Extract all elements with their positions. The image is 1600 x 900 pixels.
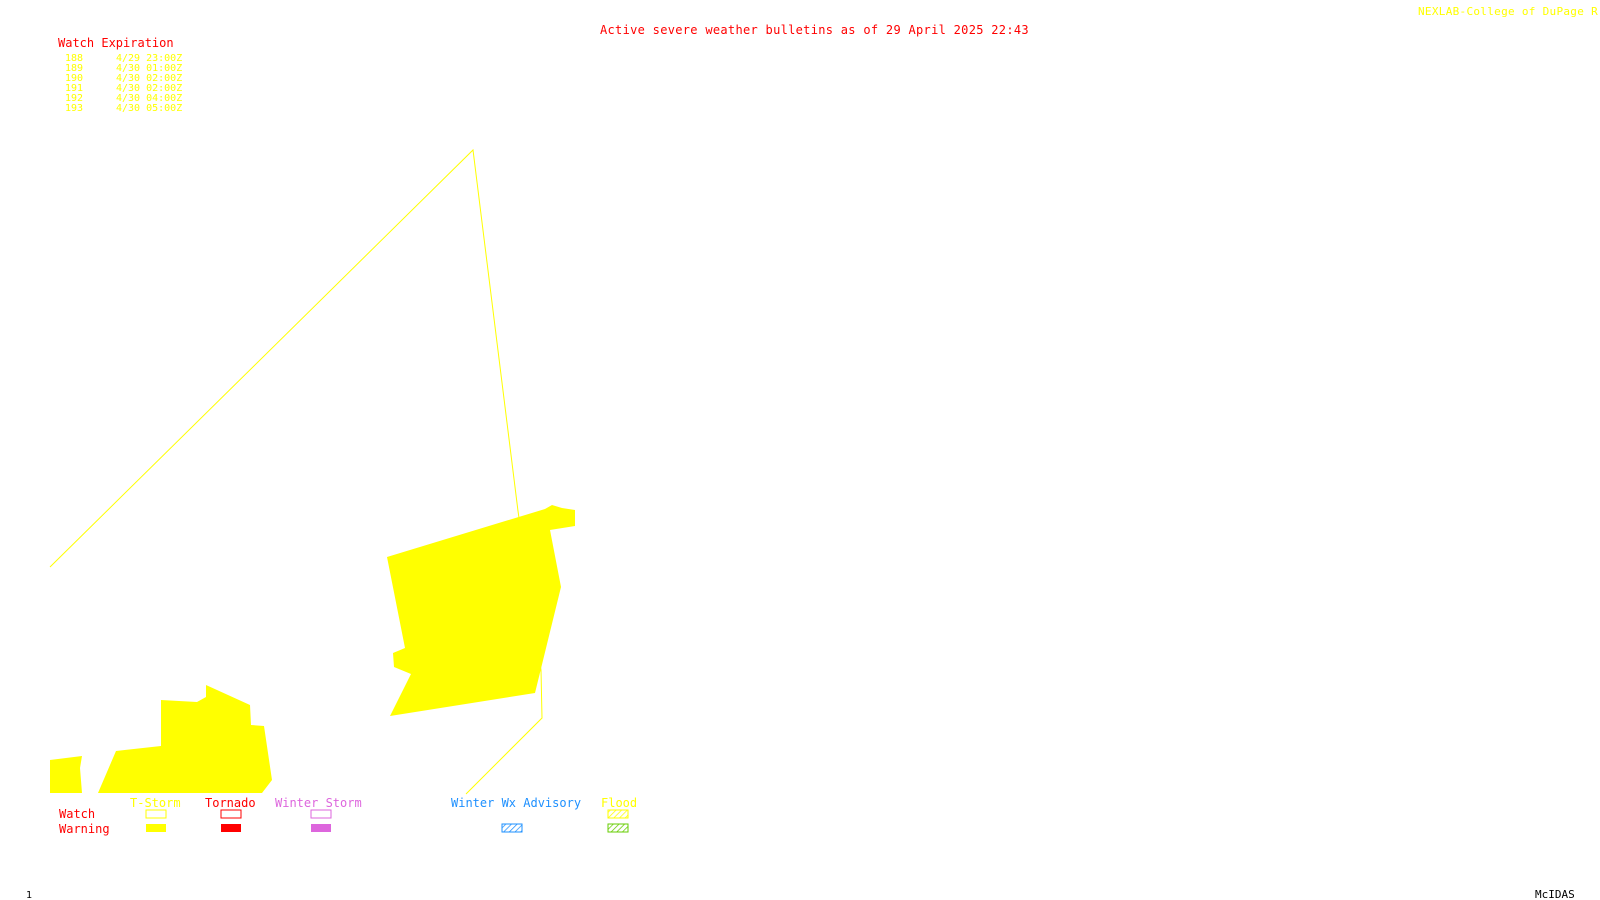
frame-number: 1: [26, 890, 33, 900]
tornado-warning-swatch: [221, 824, 241, 832]
watch-number: 188: [65, 53, 84, 64]
flood-watch-swatch: [607, 809, 629, 819]
watch-expiry: 4/30 04:00Z: [116, 93, 183, 104]
watch-expiration-heading: Watch Expiration: [58, 36, 174, 50]
tornado-watch-swatch: [220, 809, 242, 819]
tstorm-warning-polygon: [387, 505, 575, 716]
software-label: McIDAS: [1535, 888, 1575, 900]
bulletin-title: Active severe weather bulletins as of 29…: [600, 23, 1029, 37]
tstorm-warning-swatch: [146, 824, 166, 832]
legend-tornado-label: Tornado: [205, 796, 256, 810]
watch-expiry: 4/30 02:00Z: [116, 83, 183, 94]
watch-row: 191 4/30 02:00Z: [65, 84, 182, 94]
watch-number: 191: [65, 83, 84, 94]
tstorm-watch-swatch: [145, 809, 167, 819]
watch-expiry: 4/30 05:00Z: [116, 103, 183, 114]
watch-row: 193 4/30 05:00Z: [65, 104, 182, 114]
watch-number: 190: [65, 73, 84, 84]
watch-number: 193: [65, 103, 84, 114]
legend-tstorm-label: T-Storm: [130, 796, 181, 810]
watch-expiry: 4/30 01:00Z: [116, 63, 183, 74]
winter-storm-warning-swatch: [311, 824, 331, 832]
watch-row: 188 4/29 23:00Z: [65, 54, 182, 64]
watch-number: 192: [65, 93, 84, 104]
flood-warning-swatch: [607, 823, 629, 833]
tstorm-warning-polygon: [98, 685, 272, 793]
source-credit: NEXLAB-College of DuPage R: [1418, 5, 1598, 18]
legend-flood-label: Flood: [601, 796, 637, 810]
winter-storm-watch-swatch: [310, 809, 332, 819]
legend-winter-storm-label: Winter Storm: [275, 796, 362, 810]
watch-expiration-list: 188 4/29 23:00Z 189 4/30 01:00Z 190 4/30 02…: [65, 54, 182, 114]
watch-expiry: 4/29 23:00Z: [116, 53, 183, 64]
watch-row: 192 4/30 04:00Z: [65, 94, 182, 104]
tstorm-warning-polygon: [50, 756, 82, 793]
watch-row: 189 4/30 01:00Z: [65, 64, 182, 74]
watch-number: 189: [65, 63, 84, 74]
legend-warning-row-label: Warning: [59, 822, 110, 836]
winter-advisory-swatch: [501, 823, 523, 833]
legend-winter-advisory-label: Winter Wx Advisory: [451, 796, 581, 810]
watch-row: 190 4/30 02:00Z: [65, 74, 182, 84]
watch-expiry: 4/30 02:00Z: [116, 73, 183, 84]
legend-watch-row-label: Watch: [59, 807, 95, 821]
